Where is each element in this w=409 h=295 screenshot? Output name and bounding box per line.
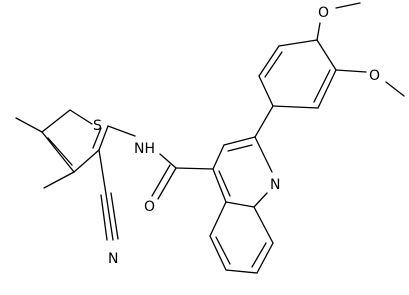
bond — [69, 109, 93, 125]
bond — [43, 171, 75, 189]
bond — [258, 75, 274, 107]
bond — [212, 144, 225, 170]
bond — [335, 69, 367, 73]
atom-label-s: S — [93, 118, 102, 134]
atom-label-nitrile-n: N — [108, 251, 118, 267]
bond — [157, 167, 177, 200]
bond — [313, 69, 331, 103]
bond — [272, 105, 319, 109]
bond — [225, 269, 258, 274]
bond — [73, 149, 100, 173]
bond — [105, 193, 114, 241]
bond — [254, 105, 274, 138]
bond — [151, 164, 171, 197]
bond — [41, 109, 71, 133]
bond — [159, 153, 177, 169]
atom-label-methoxy-o-top: O — [318, 5, 329, 21]
bond — [212, 168, 227, 203]
bond — [264, 51, 283, 78]
bond — [209, 201, 227, 237]
bond — [218, 170, 231, 197]
bond — [15, 117, 43, 133]
bond — [316, 39, 337, 71]
bond — [316, 22, 321, 41]
atom-labels: S NH N O N O O — [93, 5, 380, 267]
atom-label-quinoline-n: N — [270, 177, 280, 193]
bond — [175, 167, 214, 170]
bond — [110, 192, 119, 240]
bond — [47, 137, 73, 166]
bond — [278, 39, 318, 47]
bond — [100, 194, 108, 241]
bond — [258, 45, 280, 77]
bond — [385, 81, 405, 97]
bonds — [15, 2, 405, 274]
bond — [227, 144, 253, 152]
atom-label-methoxy-o-side: O — [369, 68, 380, 84]
bond — [92, 127, 102, 149]
bond — [335, 2, 361, 9]
atom-label-nh: NH — [134, 141, 155, 157]
bond — [256, 242, 274, 274]
bond — [254, 136, 273, 173]
bond — [98, 125, 109, 151]
bond — [317, 69, 337, 109]
bond — [223, 136, 256, 146]
bond — [41, 131, 75, 173]
bond — [215, 236, 231, 265]
bond — [209, 235, 227, 271]
bond — [225, 201, 255, 208]
bond — [98, 149, 107, 195]
bond — [107, 125, 136, 137]
bond — [253, 192, 268, 208]
bond — [253, 206, 274, 244]
bond — [251, 242, 267, 268]
atom-label-amide-o: O — [144, 199, 155, 215]
